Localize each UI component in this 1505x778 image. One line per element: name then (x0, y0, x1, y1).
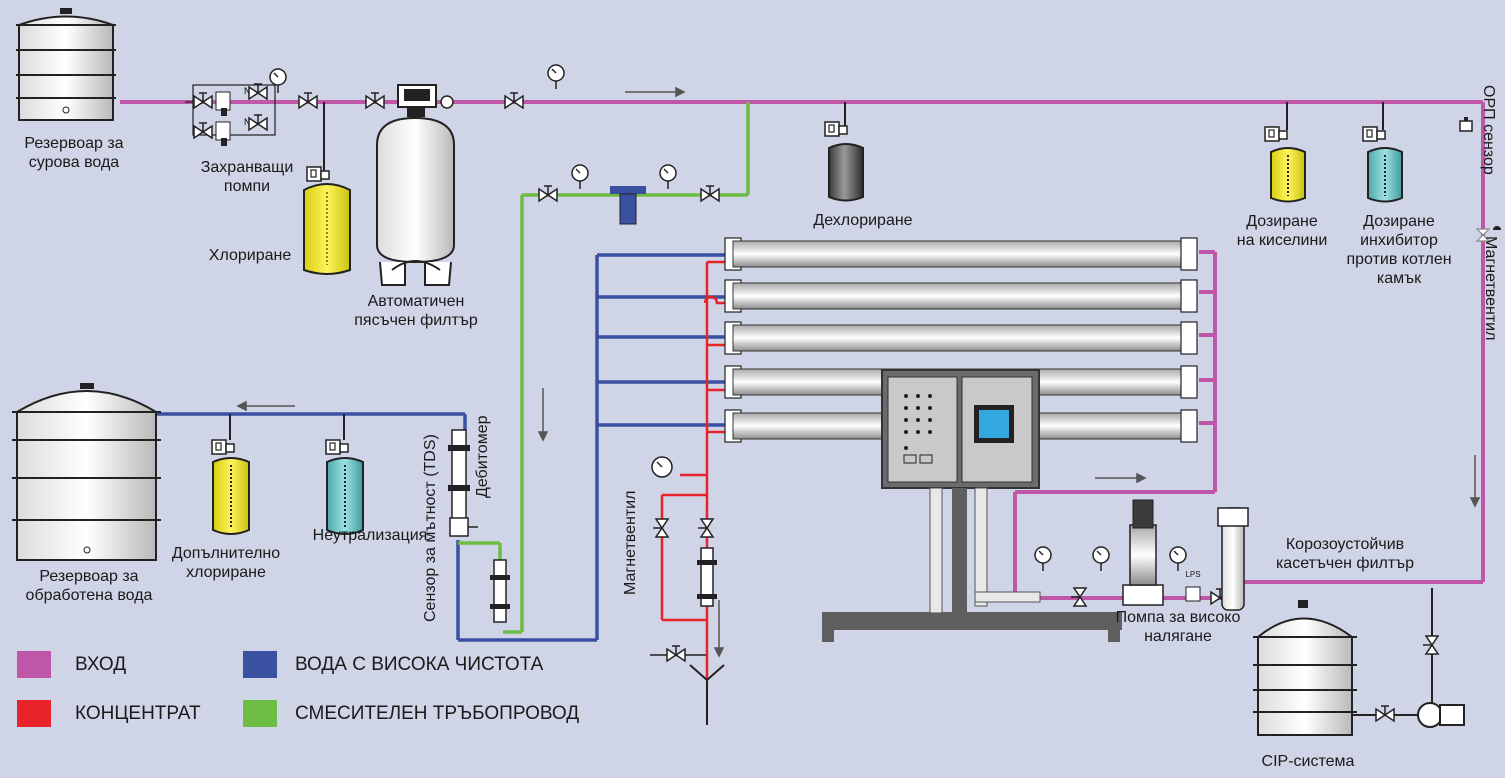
neutralization-tank (325, 414, 364, 535)
legend-label-blend: СМЕСИТЕЛЕН ТРЪБОПРОВОД (295, 702, 580, 724)
legend-item-permeate: ВОДА С ВИСОКА ЧИСТОТА (243, 651, 543, 678)
inlet-bypass (185, 84, 276, 136)
permeate-piping (150, 253, 725, 642)
legend-swatch-concentrate (17, 700, 51, 727)
legend-swatch-inlet (17, 651, 51, 678)
neutralization-label: Неутрализация (312, 527, 428, 544)
tds-sensor-label: Сензор за мътност (TDS) (422, 434, 439, 622)
treated-water-tank-label: Резервоар за обработена вода (25, 568, 153, 604)
legend-item-blend: СМЕСИТЕЛЕН ТРЪБОПРОВОД (243, 700, 579, 727)
post-chlorination-label: Допълнително хлориране (171, 545, 281, 581)
concentrate-equipment (650, 456, 725, 725)
svg-text:N: N (244, 117, 251, 127)
hp-pump-assembly (1034, 499, 1230, 607)
legend-label-concentrate: КОНЦЕНТРАТ (75, 702, 201, 724)
solenoid-valve-right-symbol (1475, 226, 1501, 242)
raw-water-tank (16, 8, 116, 121)
cip-system-label: CIP-система (1261, 753, 1355, 770)
concentrate-piping (660, 260, 725, 680)
svg-text:N: N (244, 86, 251, 96)
inlet-piping (120, 100, 1485, 600)
cip-tank (1253, 588, 1465, 736)
chlorination-label: Хлориране (208, 247, 292, 264)
dechlorination-tank (824, 102, 864, 202)
flowmeter-label: Дебитомер (474, 415, 491, 499)
acid-dosing-tank (1264, 102, 1306, 203)
lps-label: LPS (1185, 570, 1201, 579)
acid-dosing-label: Дозиране на киселини (1236, 213, 1328, 249)
legend-item-concentrate: КОНЦЕНТРАТ (17, 700, 201, 727)
legend-label-inlet: ВХОД (75, 653, 127, 675)
tds-flowmeter-assembly (448, 429, 510, 623)
sand-filter-label: Автоматичен пясъчен филтър (354, 293, 478, 329)
hp-pump-label: Помпа за високо налягане (1115, 609, 1241, 645)
legend-item-inlet: ВХОД (17, 651, 126, 678)
cartridge-filter (1217, 507, 1249, 611)
support-frame (822, 487, 1122, 642)
solenoid-valve-right-label: Магнетвентил (1482, 236, 1499, 341)
sand-filter (365, 84, 455, 286)
solenoid-valve-left-label: Магнетвентил (622, 490, 639, 595)
blend-line-equipment (538, 164, 720, 225)
chlorination-tank (303, 102, 351, 275)
orp-sensor-symbol (1459, 117, 1473, 132)
raw-water-tank-label: Резервоар за сурова вода (24, 135, 124, 171)
legend-label-permeate: ВОДА С ВИСОКА ЧИСТОТА (295, 653, 544, 675)
post-chlorination-tank (211, 414, 250, 535)
control-panel (881, 369, 1040, 489)
treated-water-tank (12, 383, 161, 561)
cartridge-filter-label: Корозоустойчив касетъчен филтър (1275, 536, 1415, 572)
legend-swatch-permeate (243, 651, 277, 678)
antiscalant-dosing-label: Дозиране инхибитор против котлен камък (1346, 213, 1452, 287)
orp-sensor-label: ОРП сензор (1480, 85, 1497, 175)
dechlorination-label: Дехлориране (813, 212, 913, 229)
feed-pumps-label: Захранващи помпи (200, 159, 294, 195)
feed-pumps: N N (193, 68, 318, 146)
legend-swatch-blend (243, 700, 277, 727)
flow-arrows (236, 86, 1481, 658)
antiscalant-dosing-tank (1362, 102, 1403, 203)
